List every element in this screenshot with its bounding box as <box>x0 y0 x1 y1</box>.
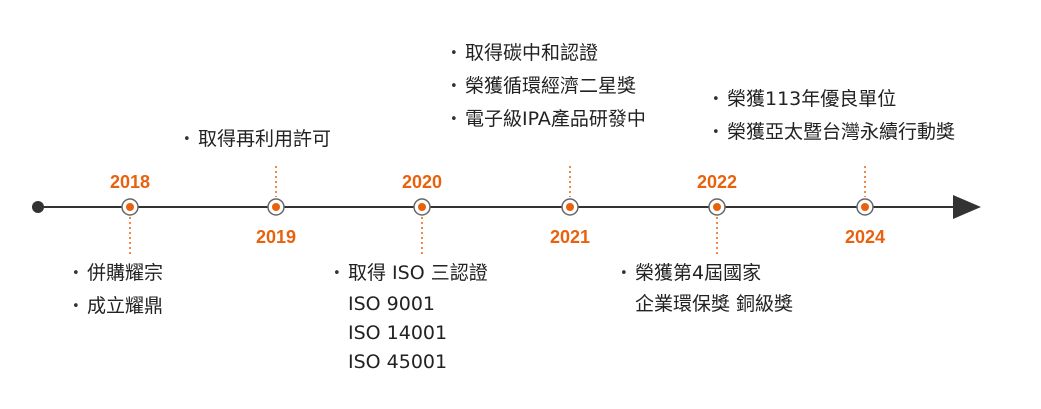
milestone-dot-2019 <box>272 203 280 211</box>
events-2018: 併購耀宗 成立耀鼎 <box>72 257 163 323</box>
year-label-2021: 2021 <box>549 227 591 247</box>
year-label-2018: 2018 <box>109 172 151 192</box>
event-item: 榮獲循環經濟二星獎 <box>450 70 646 103</box>
event-item: 取得再利用許可 <box>183 123 331 156</box>
year-label-2022: 2022 <box>696 172 738 192</box>
timeline-start-dot <box>32 201 44 213</box>
event-item: 成立耀鼎 <box>72 290 163 323</box>
event-item: 榮獲第4屆國家 <box>620 257 793 290</box>
event-item: 榮獲亞太暨台灣永續行動獎 <box>712 116 955 149</box>
timeline-arrow-head <box>953 195 981 219</box>
event-sub-item: ISO 45001 <box>348 351 448 373</box>
milestone-dot-2020 <box>418 203 426 211</box>
milestone-dot-2022 <box>713 203 721 211</box>
events-2024: 榮獲113年優良單位 榮獲亞太暨台灣永續行動獎 <box>712 83 955 149</box>
event-item: 取得碳中和認證 <box>450 37 646 70</box>
event-item: 併購耀宗 <box>72 257 163 290</box>
event-item: 榮獲113年優良單位 <box>712 83 955 116</box>
milestone-dot-2018 <box>126 203 134 211</box>
events-2021: 取得碳中和認證 榮獲循環經濟二星獎 電子級IPA產品研發中 <box>450 37 646 136</box>
event-sub-item: ISO 14001 <box>348 322 448 344</box>
event-sub-item: 企業環保獎 銅級獎 <box>635 293 794 315</box>
milestone-dot-2021 <box>566 203 574 211</box>
event-sub-item: ISO 9001 <box>348 293 436 315</box>
year-label-2024: 2024 <box>844 227 886 247</box>
year-label-2019: 2019 <box>255 227 297 247</box>
events-2019: 取得再利用許可 <box>183 123 331 156</box>
events-2022: 榮獲第4屆國家 企業環保獎 銅級獎 <box>620 257 793 319</box>
milestone-dot-2024 <box>861 203 869 211</box>
event-item: 電子級IPA產品研發中 <box>450 103 646 136</box>
year-label-2020: 2020 <box>401 172 443 192</box>
event-item: 取得 ISO 三認證 <box>333 257 488 290</box>
events-2020: 取得 ISO 三認證 ISO 9001 ISO 14001 ISO 45001 <box>333 257 488 377</box>
